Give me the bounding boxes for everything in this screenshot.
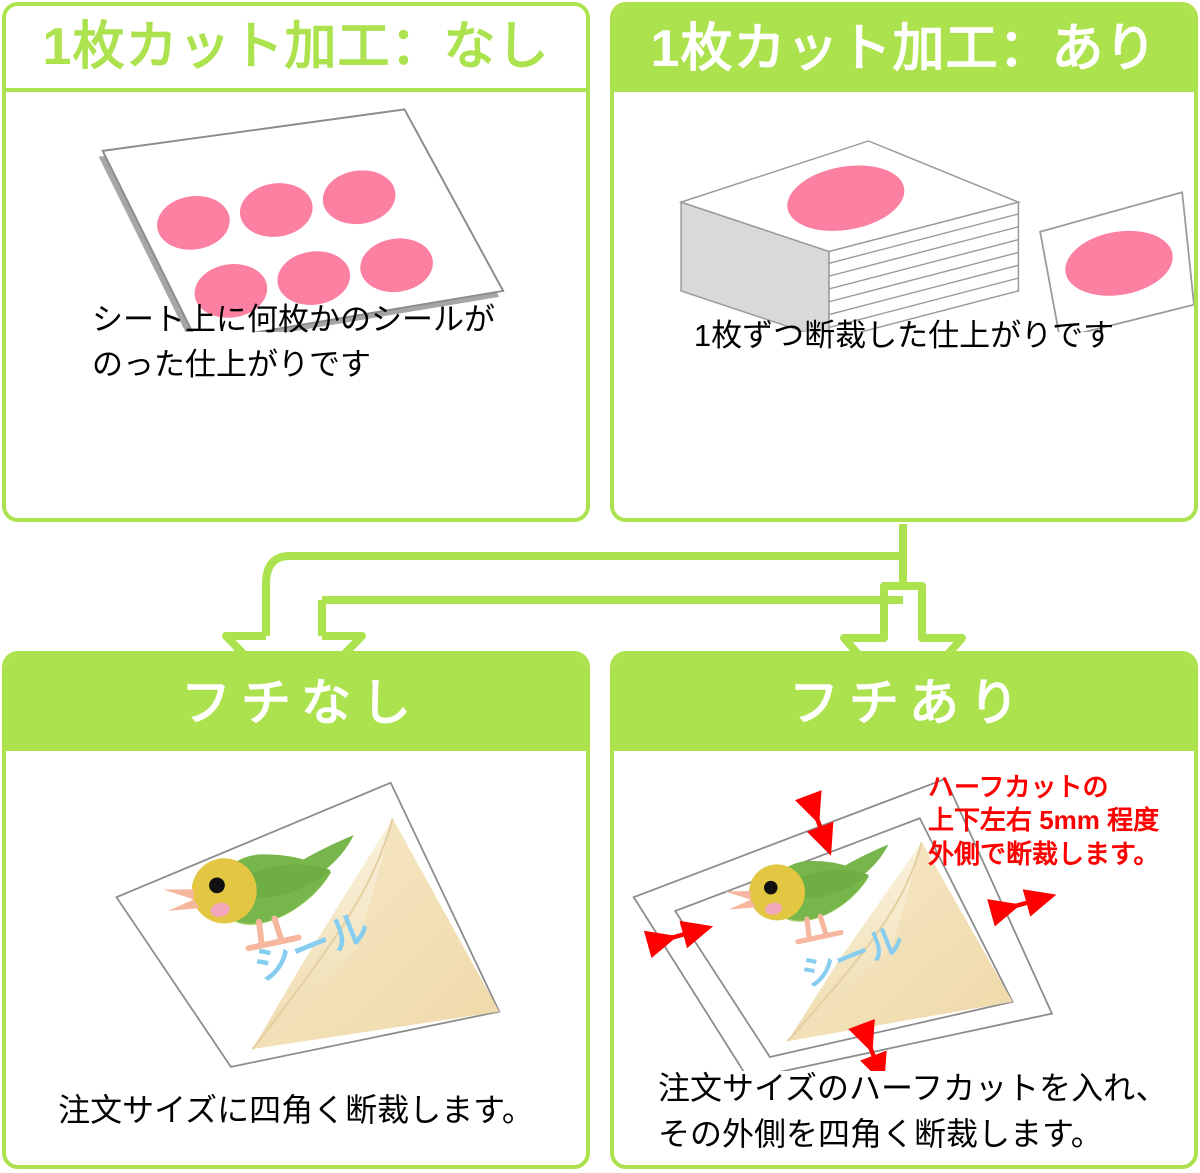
panel-body-with-border: シール ハーフカットの 上下左右 5mm 程度 外側で断裁します。 注文サイズの… [614, 751, 1194, 1165]
margin-arrow-group [643, 790, 1057, 1085]
half-cut-annotation: ハーフカットの 上下左右 5mm 程度 外側で断裁します。 [928, 772, 1160, 869]
illustration-bird-sticker-no-border: シール [115, 781, 501, 1068]
margin-arrow-right [987, 889, 1057, 927]
margin-arrow-bottom [848, 1018, 887, 1085]
panel-body-no-single-cut: シート上に何枚かのシールが のった仕上がりです [6, 92, 586, 518]
margin-arrow-left [643, 920, 714, 959]
panel-title-no-single-cut: 1枚カット加工：なし [6, 6, 586, 92]
panel-body-no-border: シール 注文サイズに四角く断裁します。 [6, 751, 586, 1165]
panel-title-no-border: フチなし [6, 655, 586, 751]
panel-caption-with-border: 注文サイズのハーフカットを入れ、 その外側を四角く断裁します。 [658, 1070, 1168, 1153]
panel-title-with-border: フチあり [614, 655, 1194, 751]
panel-no-border: フチなし [2, 651, 590, 1169]
panel-with-single-cut: 1枚カット加工：あり [610, 2, 1198, 522]
illustration-cut-stack-and-single [678, 140, 1194, 342]
panel-with-border: フチあり [610, 651, 1198, 1169]
panel-body-with-single-cut: 1枚ずつ断裁した仕上がりです [614, 92, 1194, 518]
illustration-bird-sticker-with-border: シール [632, 777, 1057, 1085]
panel-no-single-cut: 1枚カット加工：なし シート上に何枚かのシールが のった仕上がりです [2, 2, 590, 522]
panel-caption-no-single-cut: シート上に何枚かのシールが のった仕上がりです [92, 302, 495, 382]
illustration-sheet-six-stickers [98, 108, 505, 349]
panel-caption-with-single-cut: 1枚ずつ断裁した仕上がりです [693, 318, 1115, 353]
panel-caption-no-border: 注文サイズに四角く断裁します。 [58, 1092, 534, 1128]
margin-arrow-top [794, 790, 834, 856]
panel-title-with-single-cut: 1枚カット加工：あり [614, 6, 1194, 92]
